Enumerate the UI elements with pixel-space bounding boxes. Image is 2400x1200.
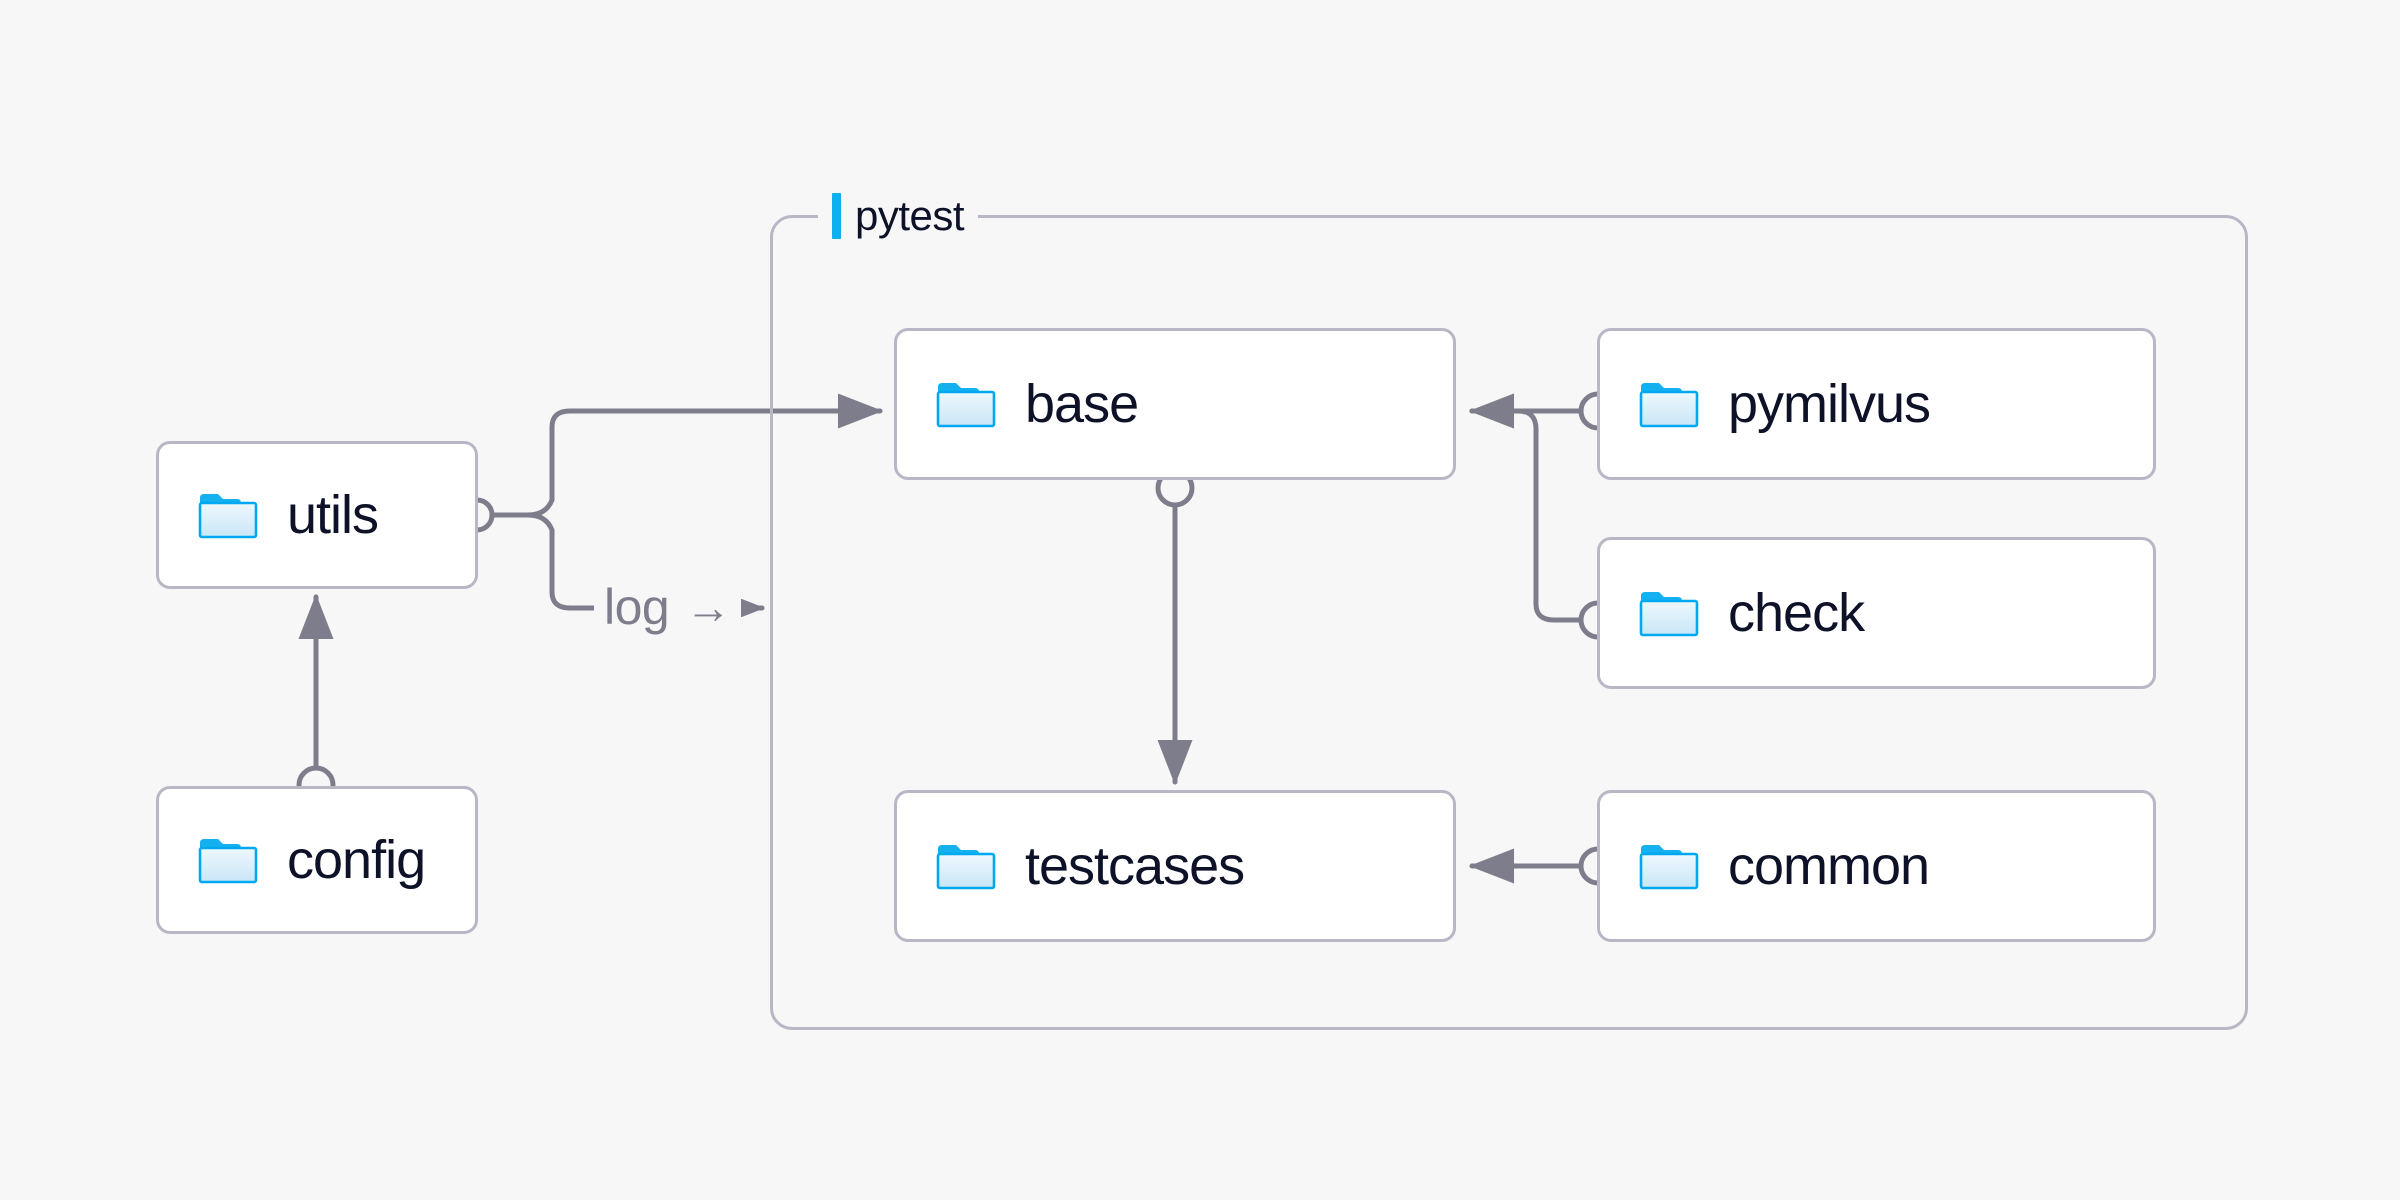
node-label: config <box>287 830 426 890</box>
folder-icon <box>936 845 996 890</box>
folder-icon <box>936 383 996 428</box>
node-utils[interactable]: utils <box>156 441 478 589</box>
folder-icon <box>198 839 258 884</box>
pytest-group-container[interactable] <box>770 215 2248 1030</box>
accent-bar-icon <box>832 193 841 239</box>
node-pymilvus[interactable]: pymilvus <box>1597 328 2156 480</box>
folder-icon <box>1639 845 1699 890</box>
node-check[interactable]: check <box>1597 537 2156 689</box>
node-label: testcases <box>1025 836 1245 896</box>
folder-icon <box>1639 383 1699 428</box>
group-label-text: pytest <box>855 192 965 239</box>
node-base[interactable]: base <box>894 328 1456 480</box>
node-label: base <box>1025 374 1139 434</box>
node-testcases[interactable]: testcases <box>894 790 1456 942</box>
node-config[interactable]: config <box>156 786 478 934</box>
node-label: utils <box>287 485 379 545</box>
folder-icon <box>1639 592 1699 637</box>
pytest-group-label: pytest <box>818 188 979 244</box>
node-label: check <box>1728 583 1865 643</box>
node-label: pymilvus <box>1728 374 1931 434</box>
node-common[interactable]: common <box>1597 790 2156 942</box>
node-label: common <box>1728 836 1930 896</box>
edge-label-log-text: log <box>604 579 670 635</box>
edge-label-log: log → <box>594 577 742 637</box>
folder-icon <box>198 494 258 539</box>
arrow-right-icon: → <box>685 581 732 633</box>
edge-utils-to-log <box>489 512 597 611</box>
